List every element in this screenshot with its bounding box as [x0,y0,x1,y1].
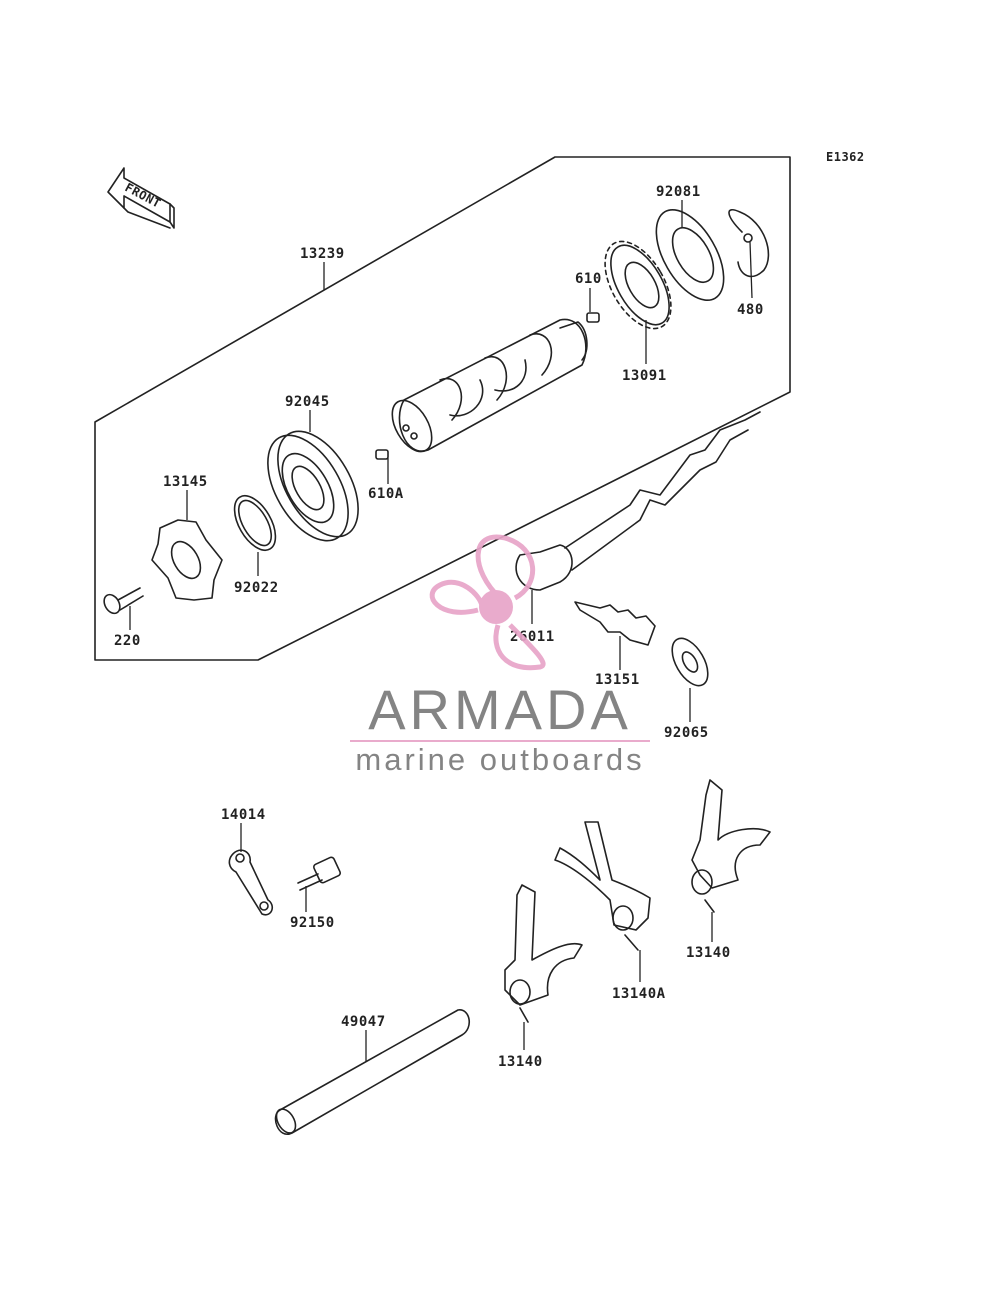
washer-92065 [671,637,709,687]
label-13239: 13239 [300,246,345,262]
label-49047: 49047 [341,1014,386,1030]
label-92045: 92045 [285,394,330,410]
label-13091: 13091 [622,368,667,384]
label-610: 610 [575,271,602,287]
label-220: 220 [114,633,141,649]
spring-13151 [574,601,656,646]
propeller-icon [429,534,546,671]
part-labels: 13239 92081 610 480 13091 92045 610A 131… [114,184,764,1070]
pin-610a [375,449,389,460]
assembly-outline [94,156,791,661]
fork-13140-lower [504,884,583,1023]
shaft-49047 [274,1009,470,1136]
watermark-tagline: marine outboards [355,742,644,777]
plate-92081 [655,208,725,302]
label-13151: 13151 [595,672,640,688]
bolt-92150 [297,856,342,891]
label-13140-upper: 13140 [686,945,731,961]
fork-13140-upper [691,779,771,913]
circlip-480 [728,208,770,278]
leader-lines [129,200,753,1062]
fork-13140a [554,821,651,951]
label-92022: 92022 [234,580,279,596]
watermark: ARMADA marine outboards [350,534,650,777]
watermark-brand: ARMADA [368,678,632,741]
gear-13091 [604,240,672,330]
label-13140-lower: 13140 [498,1054,543,1070]
label-92150: 92150 [290,915,335,931]
ring-92022 [233,495,277,551]
star-plate-13145 [151,519,223,601]
label-14014: 14014 [221,807,266,823]
label-92065: 92065 [664,725,709,741]
bearing-92045 [267,430,359,542]
diagram-code: E1362 [826,150,865,164]
label-13145: 13145 [163,474,208,490]
label-13140a: 13140A [612,986,666,1002]
label-480: 480 [737,302,764,318]
label-92081: 92081 [656,184,701,200]
front-arrow-icon: FRONT [107,167,175,229]
bolt-220 [103,587,144,615]
shift-shaft-26011 [515,411,761,591]
lever-14014 [228,849,274,916]
shift-drum [391,318,588,453]
pin-610 [586,312,600,323]
label-610a: 610A [368,486,404,502]
